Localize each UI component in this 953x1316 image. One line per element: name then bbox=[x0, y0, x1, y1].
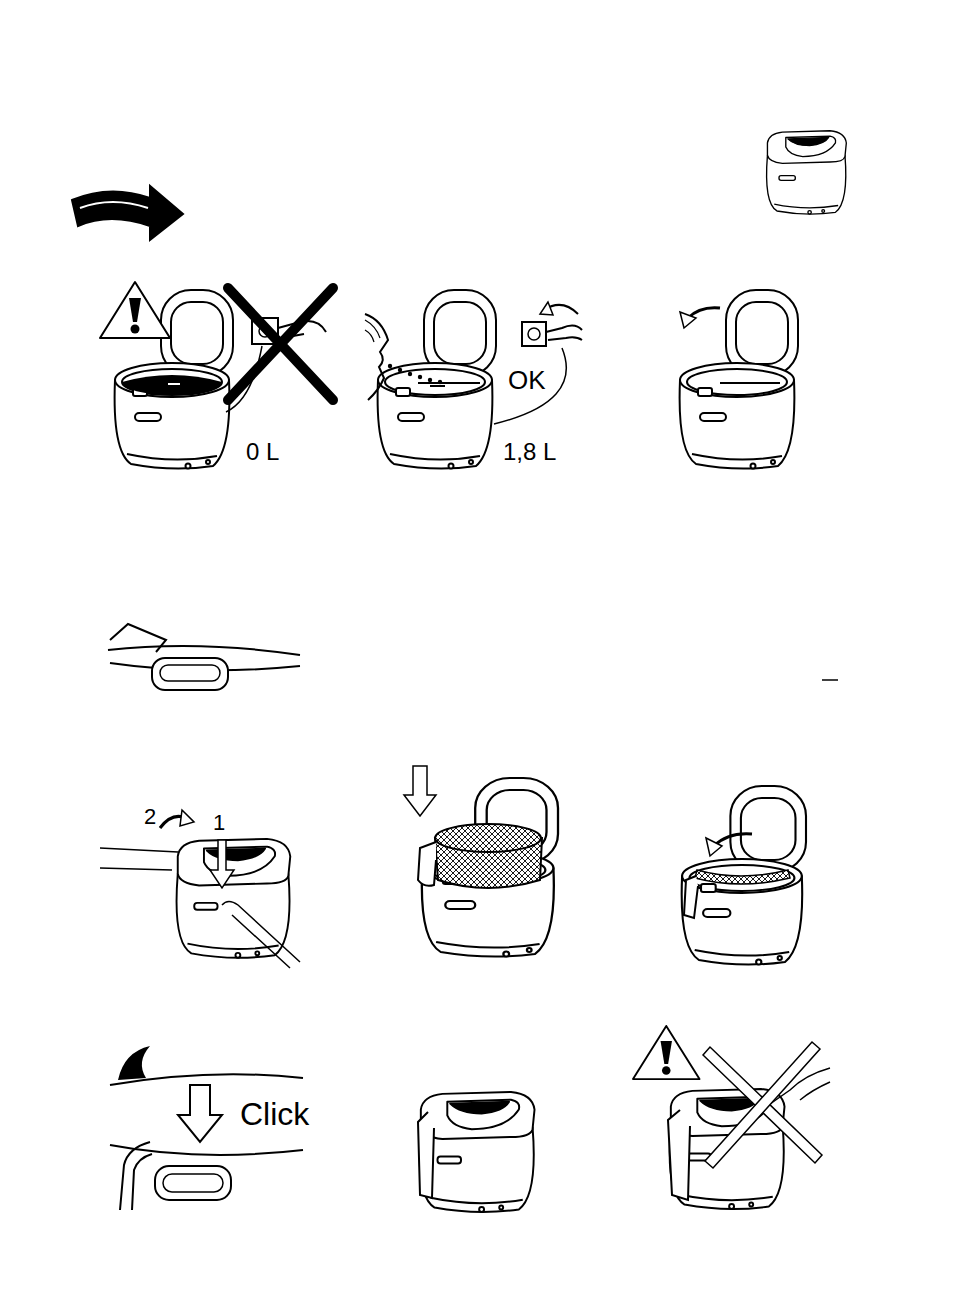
label-text: 0 L bbox=[246, 440, 279, 464]
label-text: OK bbox=[508, 367, 546, 393]
label-text: 1 bbox=[213, 812, 225, 834]
label-text: Click bbox=[240, 1098, 309, 1130]
label-text: 1,8 L bbox=[503, 440, 556, 464]
label-text: 2 bbox=[144, 806, 156, 828]
